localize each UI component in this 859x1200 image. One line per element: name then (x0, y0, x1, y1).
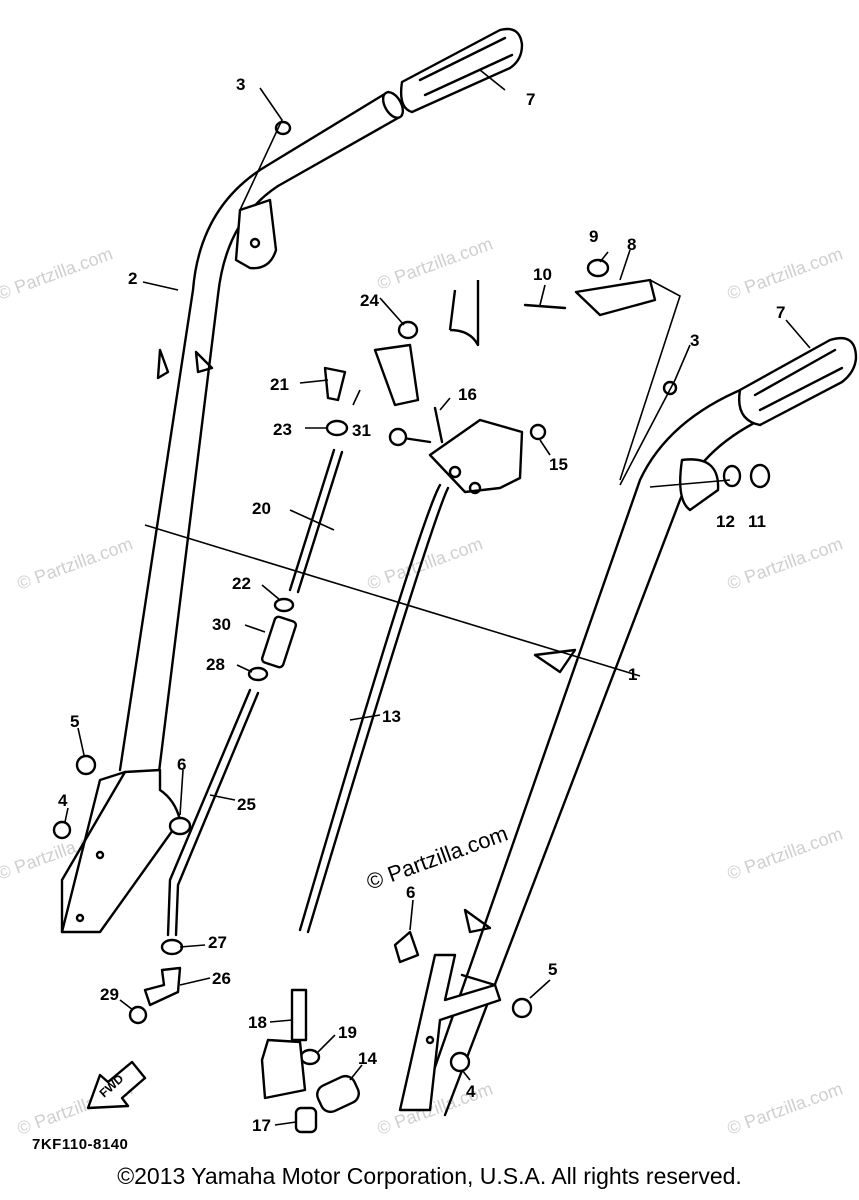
callout-14: 14 (358, 1049, 377, 1068)
callout-16: 16 (458, 385, 477, 404)
watermark-11: © Partzilla.com (725, 1078, 846, 1138)
callout-24: 24 (360, 291, 379, 310)
callout-26: 26 (212, 969, 231, 988)
callout-12: 12 (716, 512, 735, 531)
callout-6-left: 6 (177, 755, 186, 774)
callout-8: 8 (627, 235, 636, 254)
callout-1: 1 (628, 665, 637, 684)
left-handlebar-part-2[interactable] (60, 89, 407, 934)
callout-17: 17 (252, 1116, 271, 1135)
callout-21: 21 (270, 375, 289, 394)
callout-4-left: 4 (58, 791, 68, 810)
callout-5-left: 5 (70, 712, 79, 731)
callout-3-top: 3 (236, 75, 245, 94)
rod-part-13[interactable] (298, 483, 450, 934)
grip-part-7-right[interactable] (738, 336, 858, 427)
watermark-3: © Partzilla.com (725, 243, 846, 303)
watermark-1: © Partzilla.com (0, 243, 115, 303)
grip-part-7-top[interactable] (399, 27, 524, 114)
watermark-10: © Partzilla.com (375, 1078, 496, 1138)
watermarks: © Partzilla.com © Partzilla.com © Partzi… (0, 233, 845, 1138)
callout-9: 9 (589, 227, 598, 246)
rod-part-25[interactable] (166, 688, 260, 937)
callout-5-right: 5 (548, 960, 557, 979)
callout-3-right: 3 (690, 331, 699, 350)
callout-13: 13 (382, 707, 401, 726)
callout-labels: 1 2 3 3 4 4 5 5 6 6 7 7 8 9 10 11 12 13 … (58, 75, 785, 1135)
copyright-notice: ©2013 Yamaha Motor Corporation, U.S.A. A… (117, 1163, 742, 1189)
callout-15: 15 (549, 455, 568, 474)
fwd-direction-arrow: FWD (86, 1060, 147, 1110)
callout-7-right: 7 (776, 303, 785, 322)
callout-2: 2 (128, 269, 137, 288)
watermark-4: © Partzilla.com (15, 533, 136, 593)
callout-30: 30 (212, 615, 231, 634)
watermark-center: © Partzilla.com (363, 821, 511, 895)
right-handlebar-part-1[interactable] (398, 386, 762, 1117)
callout-29: 29 (100, 985, 119, 1004)
callout-28: 28 (206, 655, 225, 674)
hardware-parts (52, 120, 771, 1134)
callout-22: 22 (232, 574, 251, 593)
watermark-5: © Partzilla.com (365, 533, 486, 593)
callout-27: 27 (208, 933, 227, 952)
callout-25: 25 (237, 795, 256, 814)
leader-lines (64, 69, 811, 1126)
callout-6-right: 6 (406, 883, 415, 902)
callout-19: 19 (338, 1023, 357, 1042)
callout-18: 18 (248, 1013, 267, 1032)
watermark-8: © Partzilla.com (725, 823, 846, 883)
callout-11: 11 (748, 512, 766, 531)
drawing-code: 7KF110-8140 (32, 1136, 128, 1153)
callout-4-right: 4 (466, 1082, 476, 1101)
watermark-6: © Partzilla.com (725, 533, 846, 593)
callout-7-top: 7 (526, 90, 535, 109)
callout-10: 10 (533, 265, 552, 284)
callout-23: 23 (273, 420, 292, 439)
callout-31: 31 (352, 421, 371, 440)
callout-20: 20 (252, 499, 271, 518)
